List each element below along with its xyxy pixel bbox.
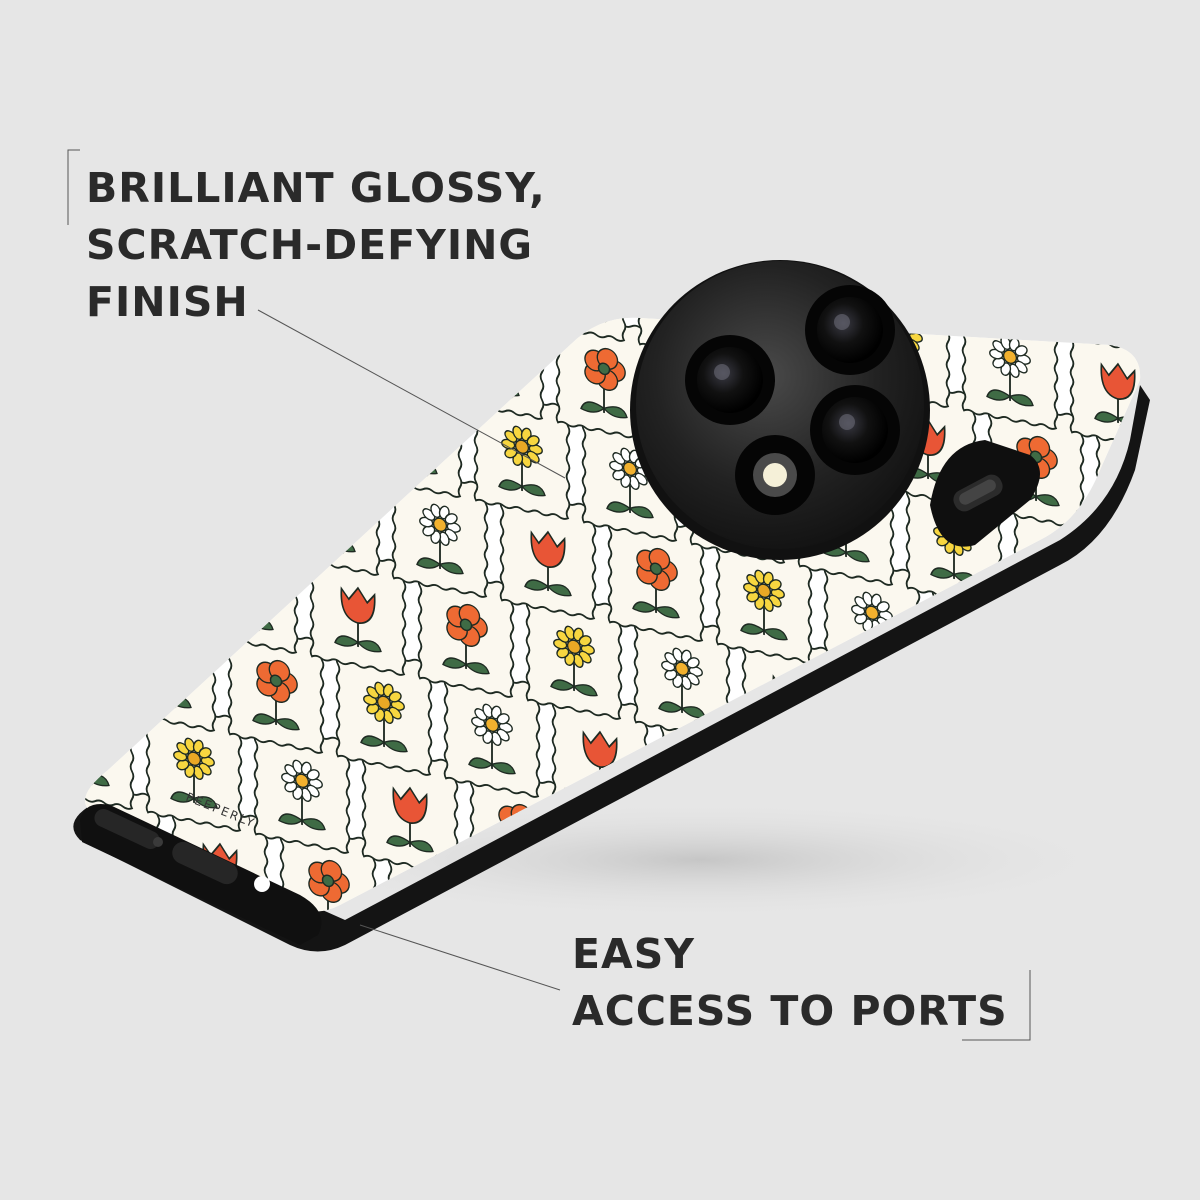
flower-stamp	[1043, 317, 1141, 352]
flower-stamp	[607, 510, 705, 642]
flower-stamp	[145, 700, 243, 832]
callout-line: FINISH	[86, 278, 249, 326]
flower-stamp	[361, 744, 459, 876]
finish-leader	[257, 309, 566, 479]
flower-stamp	[175, 422, 273, 554]
bottom-ports	[80, 804, 322, 945]
flower-stamp	[525, 588, 623, 720]
flower-stamp	[391, 466, 489, 598]
camera-flash	[735, 435, 815, 515]
flower-stamp	[849, 654, 947, 786]
flower-stamp	[119, 600, 217, 732]
flower-stamp	[499, 488, 597, 620]
callout-line: EASY	[572, 930, 695, 978]
camera-lens	[685, 335, 775, 425]
flower-stamp	[0, 756, 51, 888]
case-shadow	[270, 800, 1130, 920]
camera-lens	[810, 385, 900, 475]
flower-stamp	[201, 522, 299, 654]
callout-leader-lines	[67, 149, 1031, 1041]
flower-stamp	[257, 344, 355, 476]
flower-stamp	[1069, 320, 1141, 452]
flower-stamp	[935, 317, 1033, 330]
flower-stamp	[309, 544, 407, 676]
ports-bracket	[962, 970, 1031, 1041]
flower-stamp	[365, 366, 463, 498]
finish-bracket	[67, 149, 80, 225]
ports-leader	[359, 924, 561, 991]
callout-line: ACCESS TO PORTS	[572, 987, 1008, 1035]
side-button-cutout	[930, 440, 1040, 547]
flower-stamp	[613, 132, 708, 264]
flower-stamp	[1121, 520, 1141, 652]
flower-stamp	[961, 317, 1059, 430]
ports-callout: EASY ACCESS TO PORTS	[572, 926, 1008, 1040]
flower-stamp	[1095, 420, 1141, 552]
callout-line: BRILLIANT GLOSSY,	[86, 164, 546, 212]
flower-stamp	[93, 500, 191, 632]
callout-line: SCRATCH-DEFYING	[86, 221, 534, 269]
flower-stamp	[0, 656, 25, 788]
flower-stamp	[633, 610, 731, 742]
flower-stamp	[1153, 242, 1200, 374]
flower-stamp	[1179, 342, 1200, 474]
flower-stamp	[85, 578, 109, 710]
flower-stamp	[227, 622, 325, 754]
flower-stamp	[253, 722, 351, 854]
flower-stamp	[1039, 598, 1137, 730]
flower-stamp	[279, 822, 377, 912]
finish-callout: BRILLIANT GLOSSY, SCRATCH-DEFYING FINISH	[86, 160, 546, 331]
camera-module	[630, 260, 930, 560]
flower-stamp	[957, 676, 1055, 808]
flower-stamp	[443, 666, 541, 798]
camera-lens	[805, 285, 895, 375]
flower-stamp	[529, 317, 627, 342]
flower-stamp	[283, 444, 381, 576]
flower-stamp	[85, 678, 135, 810]
